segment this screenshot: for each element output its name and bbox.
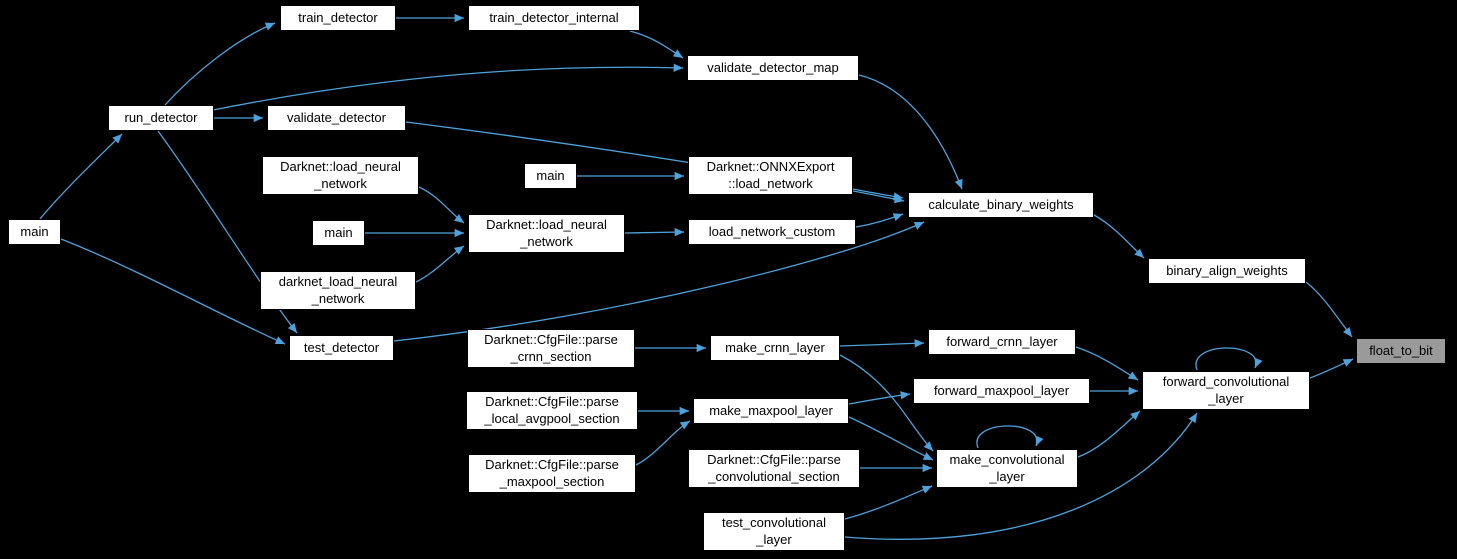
node-train_detector_internal[interactable]: train_detector_internal	[468, 5, 640, 31]
edge-run_detector--test_detector	[157, 130, 298, 334]
node-train_detector[interactable]: train_detector	[280, 5, 396, 31]
node-test_detector[interactable]: test_detector	[289, 335, 394, 361]
edge-calculate_binary_weights--binary_align_weights	[1093, 214, 1145, 259]
node-run_detector[interactable]: run_detector	[108, 105, 214, 131]
edge-binary_align_weights--float_to_bit	[1305, 281, 1353, 338]
edge-validate_detector_map--calculate_binary_weights	[858, 74, 963, 190]
node-load_neural_network-a[interactable]: Darknet::load_neural _network	[262, 156, 419, 195]
node-make_crnn_layer[interactable]: make_crnn_layer	[710, 335, 840, 361]
node-binary_align_weights[interactable]: binary_align_weights	[1148, 258, 1306, 284]
node-main-2[interactable]: main	[524, 163, 577, 189]
node-parse_crnn_section[interactable]: Darknet::CfgFile::parse _crnn_section	[467, 329, 635, 368]
edge-test_convolutional_layer--make_convolutional_layer	[844, 485, 933, 520]
node-parse_local_avgpool_section[interactable]: Darknet::CfgFile::parse _local_avgpool_s…	[466, 391, 638, 430]
node-onnx_load_network[interactable]: Darknet::ONNXExport ::load_network	[688, 156, 853, 195]
edge-forward_convolutional_layer--float_to_bit	[1309, 358, 1354, 379]
node-parse_maxpool_section[interactable]: Darknet::CfgFile::parse _maxpool_section	[468, 454, 636, 493]
edge-make_crnn_layer--forward_crnn_layer	[839, 339, 925, 348]
edge-load_network_custom--calculate_binary_weights	[855, 213, 904, 228]
node-darknet_load_neural_network[interactable]: darknet_load_neural _network	[260, 271, 416, 310]
node-test_convolutional_layer[interactable]: test_convolutional _layer	[703, 512, 845, 551]
edge-load_neural_network_b--load_network_custom	[624, 227, 685, 237]
node-load_neural_network-b[interactable]: Darknet::load_neural _network	[468, 214, 625, 253]
node-make_maxpool_layer[interactable]: make_maxpool_layer	[693, 398, 849, 424]
edge-train_detector_internal--validate_detector_map	[629, 30, 684, 59]
edge-test_convolutional_layer--forward_convolutional_layer	[844, 412, 1198, 540]
node-validate_detector_map[interactable]: validate_detector_map	[687, 55, 859, 81]
node-main-1[interactable]: main	[8, 219, 61, 245]
edge-test_detector--calculate_binary_weights	[393, 221, 925, 342]
edge-make_maxpool_layer--make_convolutional_layer	[848, 416, 934, 461]
edge-make_convolutional_layer--forward_convolutional_layer	[1077, 410, 1141, 458]
node-parse_convolutional_section[interactable]: Darknet::CfgFile::parse _convolutional_s…	[688, 449, 860, 488]
edge-darknet_load_neural_network--load_neural_network_b	[415, 245, 465, 283]
node-forward_crnn_layer[interactable]: forward_crnn_layer	[928, 329, 1076, 355]
edge-make_convolutional_layer--self	[976, 425, 1044, 449]
node-validate_detector[interactable]: validate_detector	[267, 105, 406, 131]
node-load_network_custom[interactable]: load_network_custom	[688, 219, 856, 245]
edge-forward_convolutional_layer--self	[1195, 347, 1263, 371]
edge-make_maxpool_layer--forward_maxpool_layer	[848, 391, 911, 405]
edge-load_neural_network_a--load_neural_network_b	[418, 186, 465, 224]
node-forward_maxpool_layer[interactable]: forward_maxpool_layer	[913, 378, 1090, 404]
node-forward_convolutional_layer[interactable]: forward_convolutional _layer	[1142, 371, 1310, 410]
edge-parse_maxpool_section--make_maxpool_layer	[635, 420, 691, 466]
edge-onnx_load_network--calculate_binary_weights	[852, 188, 904, 201]
edge-main1--run_detector	[39, 133, 123, 220]
edge-main1--test_detector	[60, 238, 286, 345]
edge-forward_crnn_layer--forward_convolutional_layer	[1075, 346, 1139, 381]
node-make_convolutional_layer[interactable]: make_convolutional _layer	[936, 449, 1078, 488]
edge-run_detector--validate_detector_map	[212, 63, 684, 111]
node-main-3[interactable]: main	[312, 220, 365, 246]
node-calculate_binary_weights[interactable]: calculate_binary_weights	[908, 192, 1094, 218]
edge-make_crnn_layer--make_convolutional_layer	[839, 354, 934, 452]
edge-run_detector--train_detector	[164, 22, 276, 106]
node-float_to_bit: float_to_bit	[1356, 338, 1446, 364]
